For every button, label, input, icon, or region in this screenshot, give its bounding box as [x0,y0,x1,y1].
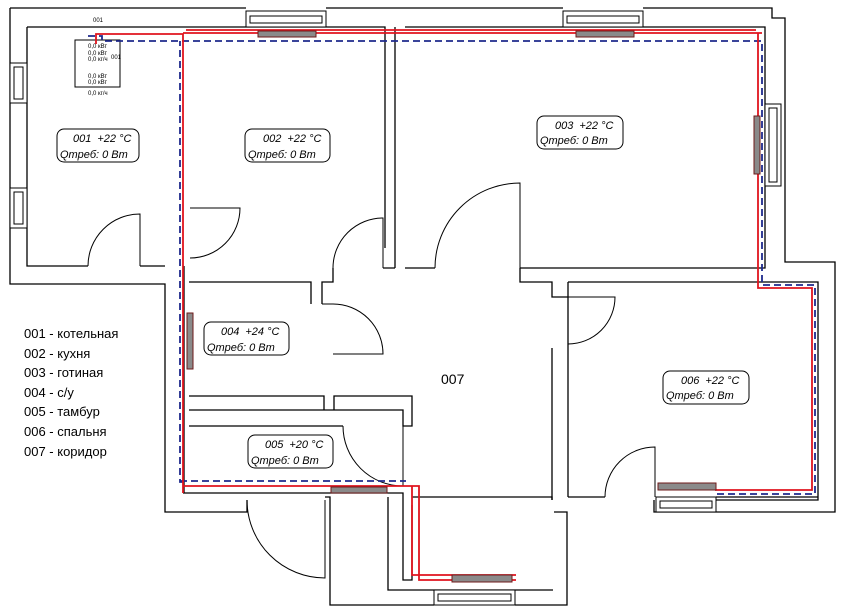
room-temp: +22 °C [287,133,321,145]
corridor-label: 007 [441,371,465,387]
radiators [186,30,761,583]
radiator [451,574,513,583]
room-legend: 001 - котельная 002 - кухня 003 - готина… [24,324,118,461]
room-tag: 006 +22 °C Qтреб: 0 Вт [662,370,750,405]
room-tag: 004 +24 °C Qтреб: 0 Вт [203,321,290,356]
legend-item: 001 - котельная [24,326,119,341]
supply-pipe [95,29,813,581]
legend-item: 005 - тамбур [24,404,100,420]
legend-item: 004 - с/у [24,384,74,400]
heating-pipes [88,29,816,581]
room-id: 002 [263,133,281,145]
return-pipe [88,35,816,495]
boiler-line: 0,0 кг/ч [88,57,108,63]
room-id: 003 [555,120,574,132]
room-heat-demand: Qтреб: 0 Вт [207,342,275,354]
room-id: 006 [681,375,700,387]
door-swings [87,182,656,579]
boiler-line: 0,0 кВт [88,44,107,50]
boiler-line: 0,0 кВт [88,74,107,80]
radiator [657,482,717,491]
boiler-side-label: 001 [111,55,122,61]
legend-item: 002 - кухня [24,345,91,361]
room-temp: +22 °C [97,133,131,145]
room-heat-demand: Qтреб: 0 Вт [540,135,608,147]
boiler-tag: 001 [93,18,104,24]
svg-text:006+22 °C: 006 +22 °C [681,375,739,387]
radiator [575,30,635,38]
svg-text:001+22 °C: 001 +22 °C [73,133,131,145]
room-tag: 003 +22 °C Qтреб: 0 Вт [536,115,624,150]
room-tag: 001 +22 °C Qтреб: 0 Вт [56,128,140,163]
windows [9,10,782,606]
legend-item: 007 - коридор [24,443,107,459]
boiler: 001 0,0 кВт 0,0 кВт 0,0 кг/ч 001 0,0 кВт… [74,18,122,97]
boiler-line: 0,0 кВт [88,51,107,57]
walls [9,7,836,606]
room-heat-demand: Qтреб: 0 Вт [248,149,316,161]
legend-item: 006 - спальня [24,423,107,439]
legend-item: 003 - готиная [24,365,104,381]
radiator [753,115,761,175]
svg-text:003+22 °C: 003 +22 °C [555,120,613,132]
room-heat-demand: Qтреб: 0 Вт [666,390,734,402]
svg-text:002+22 °C: 002 +22 °C [263,133,321,145]
room-tag: 005 +20 °C Qтреб: 0 Вт [247,434,334,469]
radiator [330,486,388,494]
room-temp: +22 °C [579,120,613,132]
room-temp: +20 °C [289,439,323,451]
room-tag: 002 +22 °C Qтреб: 0 Вт [244,128,331,163]
room-heat-demand: Qтреб: 0 Вт [60,149,128,161]
room-id: 005 [265,439,284,451]
room-heat-demand: Qтреб: 0 Вт [251,455,319,467]
room-id: 004 [221,326,239,338]
svg-text:005+20 °C: 005 +20 °C [265,439,323,451]
room-temp: +22 °C [705,375,739,387]
boiler-line: 0,0 кг/ч [88,91,108,97]
radiator [186,312,194,370]
svg-text:004+24 °C: 004 +24 °C [221,326,279,338]
room-temp: +24 °C [245,326,279,338]
boiler-line: 0,0 кВт [88,80,107,86]
room-id: 001 [73,133,91,145]
radiator [257,30,317,38]
